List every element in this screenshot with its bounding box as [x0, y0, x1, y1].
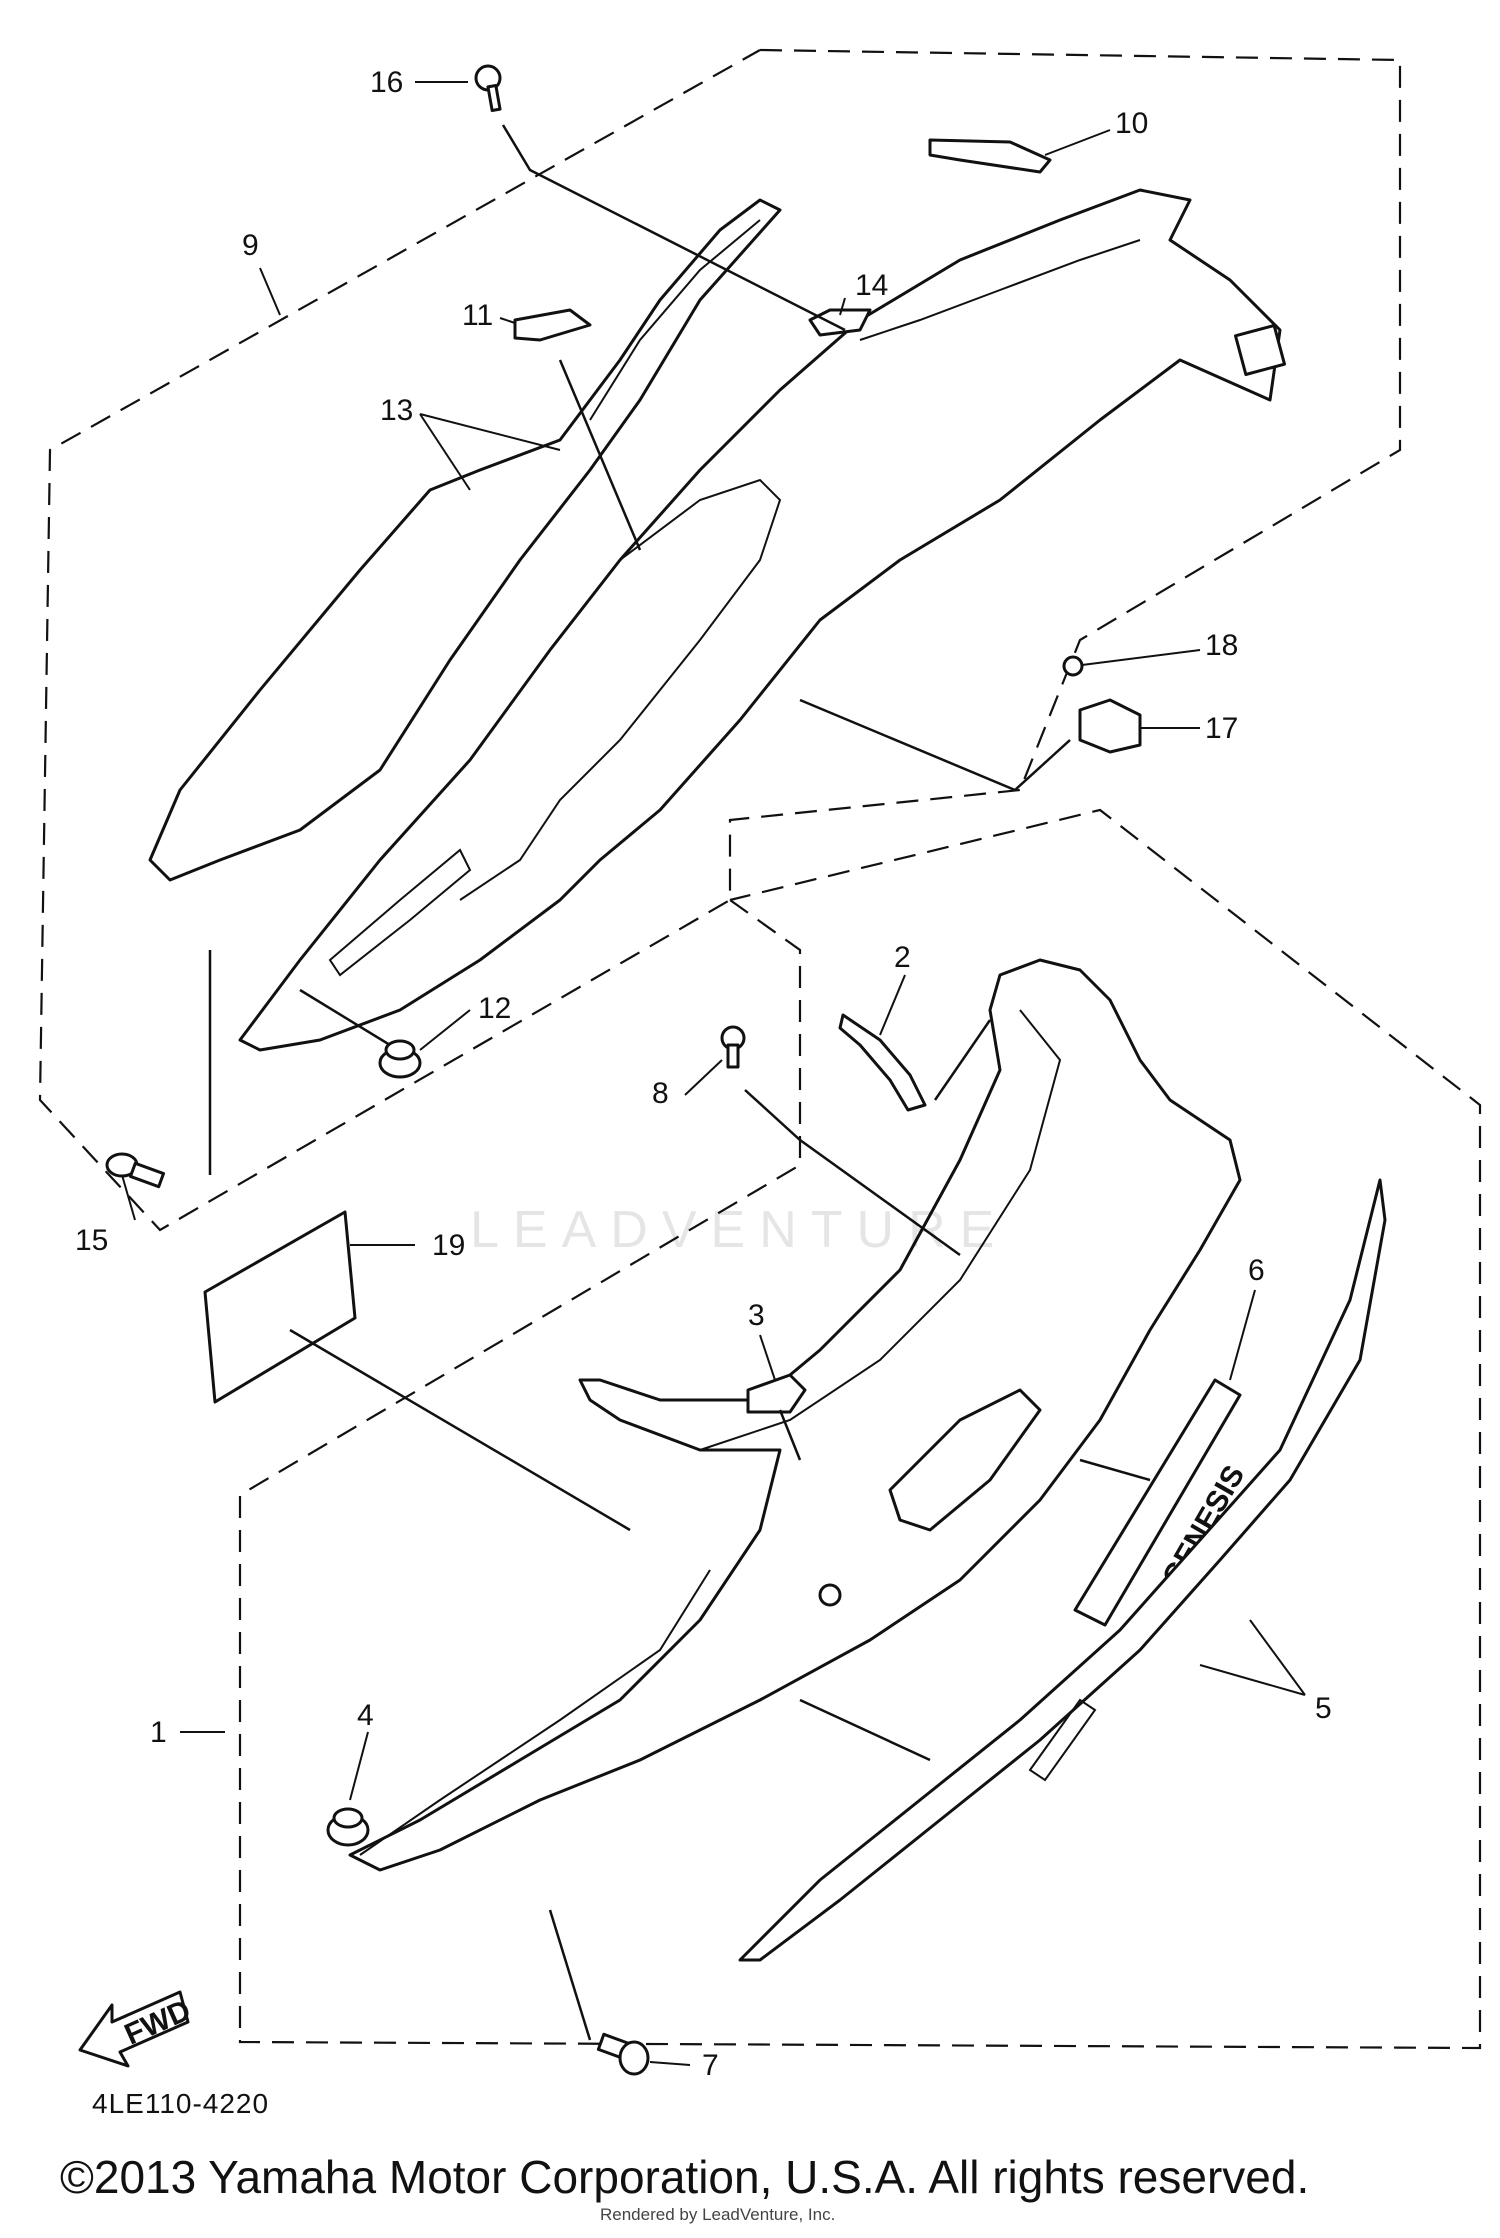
- side-cover-part-1-lower-edge: [359, 1569, 711, 1856]
- callout-6: 6: [1248, 1254, 1265, 1287]
- upper-frame-cover-tab: [1234, 324, 1286, 376]
- lower-strip-part-5: [738, 1178, 1387, 1962]
- leader-3: [759, 1334, 776, 1381]
- upper-frame-cover-slot: [328, 848, 472, 977]
- strip-part-10: [928, 138, 1052, 174]
- screw-part-16: [474, 64, 502, 113]
- side-cover-part-1-hole: [818, 1583, 842, 1607]
- leader-2: [879, 974, 906, 1036]
- part-code: 4LE110-4220: [92, 2088, 270, 2119]
- tag-part-3: [746, 1373, 807, 1414]
- leader-15: [121, 1174, 136, 1221]
- sheet-part-19: [203, 1210, 357, 1404]
- leader-10: [1044, 129, 1111, 156]
- leader-7: [649, 2061, 691, 2066]
- assembly-line-16: [501, 124, 846, 332]
- callout-15: 15: [75, 1224, 108, 1257]
- callout-9: 9: [242, 229, 259, 262]
- upper-assembly-boundary: [38, 48, 1402, 1232]
- side-cover-part-1-edge: [699, 1009, 1062, 1451]
- watermark: LEADVENTURE: [470, 1201, 1009, 1259]
- assembly-line-2: [933, 1019, 992, 1101]
- callout-14: 14: [855, 269, 888, 302]
- clip-part-17: [1078, 698, 1142, 754]
- assembly-line-17: [799, 698, 1071, 792]
- leader-5: [1199, 1619, 1306, 1696]
- callout-16: 16: [370, 66, 403, 99]
- assembly-line-6: [1079, 1458, 1151, 1482]
- screw-part-18: [1062, 655, 1084, 677]
- leader-6: [1229, 1289, 1256, 1381]
- tag-part-11: [513, 308, 592, 342]
- side-cover-part-1: [348, 958, 1242, 1872]
- leader-9: [259, 267, 281, 316]
- leader-4: [349, 1731, 369, 1801]
- callout-1: 1: [150, 1716, 167, 1749]
- side-cover-part-1-recess: [888, 1388, 1042, 1532]
- leader-18: [1081, 649, 1201, 666]
- assembly-line-11: [558, 359, 642, 551]
- callout-5: 5: [1315, 1692, 1332, 1725]
- leader-13: [419, 413, 561, 491]
- assembly-line-19: [289, 1328, 631, 1532]
- lower-assembly-boundary: [238, 808, 1482, 2050]
- callout-7: 7: [702, 2049, 719, 2082]
- grommet-part-4: [326, 1807, 370, 1847]
- callout-12: 12: [478, 992, 511, 1025]
- callout-19: 19: [432, 1229, 465, 1262]
- callout-2: 2: [894, 941, 911, 974]
- strip-part-2: [838, 1013, 927, 1112]
- leader-11: [499, 317, 516, 324]
- rendered-by-notice: Rendered by LeadVenture, Inc.: [600, 2205, 836, 2224]
- grommet-part-12: [378, 1039, 422, 1079]
- callout-18: 18: [1205, 629, 1238, 662]
- callout-4: 4: [357, 1699, 374, 1732]
- callout-17: 17: [1205, 712, 1238, 745]
- leader-8: [684, 1059, 723, 1096]
- assembly-line-7: [548, 1909, 592, 2041]
- lower-strip-part-5-slot: [1028, 1698, 1097, 1782]
- screw-part-8: [720, 1025, 746, 1069]
- copyright-notice: ©2013 Yamaha Motor Corporation, U.S.A. A…: [60, 2151, 1310, 2203]
- bolt-part-7: [596, 2032, 650, 2076]
- leader-12: [419, 1009, 471, 1051]
- leader-14: [839, 297, 846, 316]
- callout-13: 13: [380, 394, 413, 427]
- assembly-line-1: [799, 1698, 931, 1762]
- assembly-line-3: [778, 1409, 802, 1461]
- side-panel-strip-part-13-inner: [589, 219, 761, 421]
- callout-11: 11: [462, 299, 493, 332]
- assembly-line-12: [299, 988, 391, 1047]
- side-panel-strip-part-13: [148, 198, 782, 882]
- upper-frame-cover-ridge: [859, 239, 1141, 341]
- upper-frame-cover-inner: [459, 478, 782, 901]
- callout-3: 3: [748, 1299, 765, 1332]
- assembly-line-8: [744, 1089, 961, 1257]
- callout-10: 10: [1115, 107, 1148, 140]
- callout-8: 8: [652, 1077, 669, 1110]
- fwd-arrow-icon: FWD: [78, 1990, 196, 2068]
- strip-part-14: [808, 308, 872, 337]
